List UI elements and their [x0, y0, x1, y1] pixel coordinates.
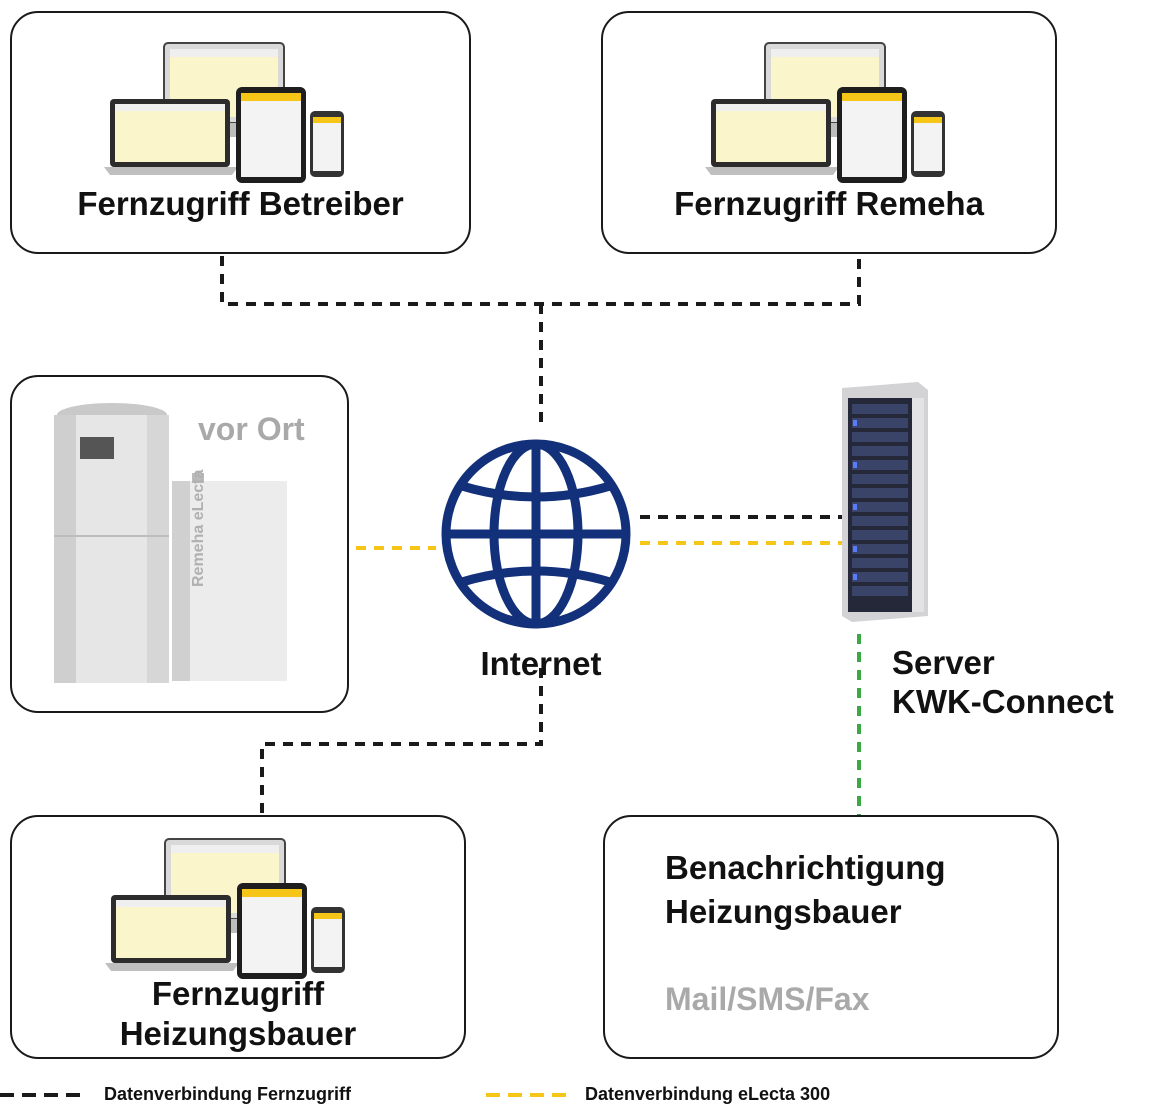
heating-unit-image [54, 403, 287, 683]
box-vor-ort: Remeha eLecta vor Ort [10, 375, 349, 713]
box-title-line1: Benachrichtigung [665, 849, 946, 886]
box-fernzugriff-remeha: Fernzugriff Remeha [601, 11, 1057, 254]
server-label-line2: KWK-Connect [892, 683, 1114, 720]
legend-label-remote: Datenverbindung Fernzugriff [104, 1084, 351, 1104]
line-internet-to-heizungsbauer [260, 668, 543, 815]
server-rack-icon [842, 382, 928, 622]
box-title-line2: Heizungsbauer [119, 1015, 357, 1052]
box-benachrichtigung: Benachrichtigung Heizungsbauer Mail/SMS/… [603, 815, 1059, 1059]
box-fernzugriff-heizungsbauer: Fernzugriff Heizungsbauer [10, 815, 466, 1059]
devices-icon [105, 838, 345, 979]
server-label-line1: Server [892, 644, 995, 681]
legend-swatch-remote [0, 1093, 80, 1097]
legend-swatch-electa [486, 1093, 566, 1097]
box-title: Fernzugriff Betreiber [77, 185, 404, 222]
box-title-line2: Heizungsbauer [665, 893, 902, 930]
devices-icon [705, 42, 945, 183]
globe-icon [441, 439, 631, 629]
box-title: Fernzugriff Remeha [674, 185, 984, 222]
box-fernzugriff-betreiber: Fernzugriff Betreiber [10, 11, 471, 254]
legend-label-electa: Datenverbindung eLecta 300 [585, 1084, 831, 1104]
box-title-line1: Fernzugriff [151, 975, 325, 1012]
internet-label: Internet [480, 645, 602, 682]
notification-channels: Mail/SMS/Fax [665, 981, 870, 1017]
box-title: vor Ort [198, 411, 305, 447]
devices-icon [104, 42, 344, 183]
